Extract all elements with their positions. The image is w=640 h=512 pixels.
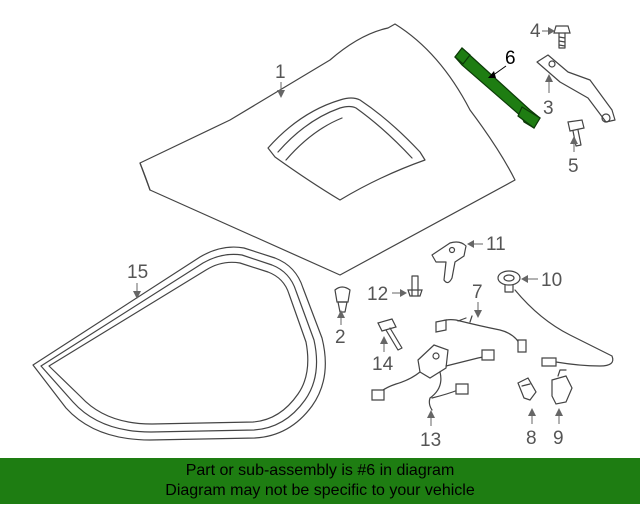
- callout-8: 8: [526, 408, 537, 449]
- exploded-parts-diagram: 1 15 6 4 3: [32, 21, 616, 451]
- callout-7: 7: [472, 282, 483, 318]
- svg-text:3: 3: [543, 98, 554, 119]
- callout-5: 5: [568, 136, 579, 177]
- callout-15: 15: [127, 262, 148, 299]
- grommet-part-10: [497, 270, 521, 293]
- banner-line-part-number: Part or sub-assembly is #6 in diagram: [185, 462, 455, 479]
- svg-text:6: 6: [505, 48, 516, 69]
- svg-text:11: 11: [486, 234, 506, 255]
- svg-text:10: 10: [541, 270, 562, 291]
- svg-text:13: 13: [420, 430, 441, 451]
- long-release-cable: [514, 289, 614, 367]
- svg-text:4: 4: [530, 21, 541, 42]
- svg-text:12: 12: [367, 284, 388, 305]
- callout-12: 12: [367, 284, 407, 305]
- banner-line-disclaimer: Diagram may not be specific to your vehi…: [165, 482, 475, 499]
- callout-13: 13: [420, 410, 441, 451]
- callout-3: 3: [543, 74, 554, 119]
- svg-text:14: 14: [372, 354, 394, 375]
- lift-support-strut-highlighted: [454, 47, 541, 129]
- bolt-part-4: [553, 25, 571, 49]
- callout-14: 14: [372, 336, 394, 375]
- connector-part-8: [517, 377, 537, 401]
- callout-9: 9: [553, 408, 564, 449]
- striker-part-14: [377, 318, 403, 351]
- hood-seal: [32, 246, 326, 441]
- callout-11: 11: [467, 234, 506, 255]
- svg-text:2: 2: [335, 327, 346, 348]
- bracket-part-11: [431, 241, 467, 284]
- hood-latch-part-13: [371, 344, 495, 411]
- callout-6: 6: [488, 48, 516, 78]
- release-cable-part-7: [435, 315, 527, 353]
- callout-4: 4: [530, 21, 555, 42]
- svg-text:15: 15: [127, 262, 148, 283]
- callout-2: 2: [335, 310, 346, 348]
- hood-hinge: [536, 54, 616, 123]
- svg-text:1: 1: [275, 62, 286, 83]
- callout-1: 1: [275, 62, 286, 98]
- callout-10: 10: [521, 270, 562, 291]
- svg-text:7: 7: [472, 282, 483, 303]
- bumper-part-2: [334, 286, 351, 313]
- hood-panel: [139, 23, 516, 276]
- part-notice-banner: Part or sub-assembly is #6 in diagram Di…: [0, 458, 640, 504]
- switch-part-9: [551, 369, 573, 405]
- svg-text:8: 8: [526, 428, 537, 449]
- svg-text:5: 5: [568, 156, 579, 177]
- svg-text:9: 9: [553, 428, 564, 449]
- clip-part-12: [407, 275, 423, 297]
